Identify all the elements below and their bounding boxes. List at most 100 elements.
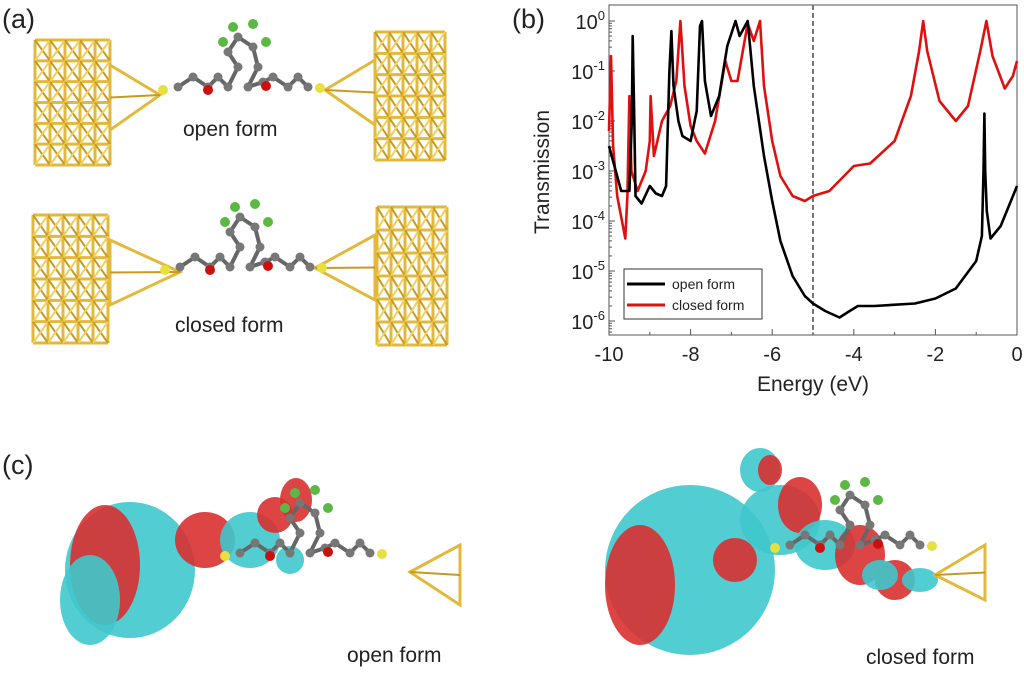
carbon-atom bbox=[303, 82, 313, 92]
carbon-atom bbox=[295, 498, 305, 508]
fluorine-atom bbox=[310, 485, 320, 495]
oxygen-atom bbox=[203, 85, 213, 95]
oxygen-atom bbox=[815, 543, 825, 553]
carbon-atom bbox=[250, 222, 260, 232]
isosurface-lobe bbox=[862, 560, 898, 590]
y-tick-exponent: 0 bbox=[598, 8, 605, 23]
carbon-atom bbox=[845, 490, 855, 500]
y-tick-exponent: -5 bbox=[593, 258, 605, 273]
oxygen-atom bbox=[873, 539, 883, 549]
y-tick-label: 10-2 bbox=[571, 108, 605, 134]
x-tick-label: -10 bbox=[595, 344, 624, 366]
x-tick-label: -2 bbox=[927, 344, 945, 366]
oxygen-atom bbox=[263, 261, 273, 271]
y-tick-label: 10-6 bbox=[571, 308, 605, 334]
carbon-atom bbox=[845, 520, 855, 530]
carbon-atom bbox=[188, 72, 198, 82]
carbon-atom bbox=[315, 528, 325, 538]
isosurface-lobe bbox=[175, 512, 235, 568]
y-tick-base: 10 bbox=[571, 312, 593, 334]
carbon-atom bbox=[283, 82, 293, 92]
carbon-atom bbox=[905, 530, 915, 540]
carbon-atom bbox=[213, 72, 223, 82]
isosurface-lobe bbox=[902, 568, 938, 592]
carbon-atom bbox=[243, 82, 253, 92]
gold-electrode-right-closed bbox=[375, 205, 449, 347]
carbon-atom bbox=[305, 548, 315, 558]
carbon-atom bbox=[285, 262, 295, 272]
carbon-atom bbox=[253, 62, 263, 72]
carbon-atom bbox=[268, 72, 278, 82]
carbon-atom bbox=[860, 500, 870, 510]
sulfur-atom bbox=[770, 543, 780, 553]
gold-tip-c-closed bbox=[931, 542, 987, 603]
sulfur-atom bbox=[927, 541, 937, 551]
carbon-atom bbox=[175, 262, 185, 272]
carbon-atom bbox=[295, 252, 305, 262]
carbon-atom bbox=[330, 538, 340, 548]
carbon-atom bbox=[233, 32, 243, 42]
gold-tip-c-open bbox=[407, 542, 462, 608]
fluorine-atom bbox=[250, 199, 260, 209]
gold-tip-right-open bbox=[322, 57, 377, 128]
carbon-atom bbox=[255, 242, 265, 252]
carbon-atom bbox=[223, 82, 233, 92]
carbon-atom bbox=[173, 82, 183, 92]
y-tick-base: 10 bbox=[571, 162, 593, 184]
carbon-atom bbox=[223, 47, 233, 57]
y-tick-exponent: -2 bbox=[593, 108, 605, 123]
y-tick-base: 10 bbox=[571, 212, 593, 234]
fluorine-atom bbox=[323, 503, 333, 513]
sulfur-atom bbox=[160, 265, 170, 275]
molecule-open-form bbox=[158, 19, 325, 95]
panel-a-label: (a) bbox=[2, 4, 35, 34]
carbon-atom bbox=[235, 212, 245, 222]
carbon-atom bbox=[880, 530, 890, 540]
isosurface-lobe bbox=[60, 555, 120, 645]
x-tick-label: -4 bbox=[845, 344, 863, 366]
oxygen-atom bbox=[261, 81, 271, 91]
carbon-atom bbox=[835, 540, 845, 550]
carbon-atom bbox=[855, 540, 865, 550]
x-tick-label: -6 bbox=[763, 344, 781, 366]
carbon-atom bbox=[800, 530, 810, 540]
carbon-atom bbox=[248, 42, 258, 52]
carbon-atom bbox=[245, 262, 255, 272]
y-tick-label: 10-1 bbox=[571, 58, 605, 84]
carbon-atom bbox=[233, 62, 243, 72]
isosurface-lobe bbox=[778, 477, 822, 533]
panel-a-open-caption: open form bbox=[183, 118, 278, 141]
y-tick-label: 10-5 bbox=[571, 258, 605, 284]
fluorine-atom bbox=[261, 37, 271, 47]
oxygen-atom bbox=[205, 265, 215, 275]
legend-label: open form bbox=[672, 276, 735, 292]
carbon-atom bbox=[835, 505, 845, 515]
molecule-c-open bbox=[220, 485, 387, 561]
isosurface-open-form bbox=[60, 478, 312, 645]
carbon-atom bbox=[785, 540, 795, 550]
panel-a-closed-caption: closed form bbox=[175, 314, 284, 337]
isosurface-lobe bbox=[713, 538, 757, 582]
fluorine-atom bbox=[840, 480, 850, 490]
carbon-atom bbox=[285, 513, 295, 523]
carbon-atom bbox=[895, 540, 905, 550]
carbon-atom bbox=[270, 252, 280, 262]
carbon-atom bbox=[275, 538, 285, 548]
y-tick-base: 10 bbox=[571, 62, 593, 84]
panel-c-label: (c) bbox=[2, 450, 34, 480]
oxygen-atom bbox=[265, 551, 275, 561]
sulfur-atom bbox=[317, 263, 327, 273]
carbon-atom bbox=[215, 252, 225, 262]
fluorine-atom bbox=[873, 495, 883, 505]
carbon-atom bbox=[225, 227, 235, 237]
fluorine-atom bbox=[860, 477, 870, 487]
y-tick-exponent: -3 bbox=[593, 158, 605, 173]
gold-electrode-right-open bbox=[373, 30, 447, 162]
carbon-atom bbox=[235, 242, 245, 252]
carbon-atom bbox=[355, 538, 365, 548]
fluorine-atom bbox=[228, 22, 238, 32]
gold-electrode-left-closed bbox=[31, 213, 110, 345]
